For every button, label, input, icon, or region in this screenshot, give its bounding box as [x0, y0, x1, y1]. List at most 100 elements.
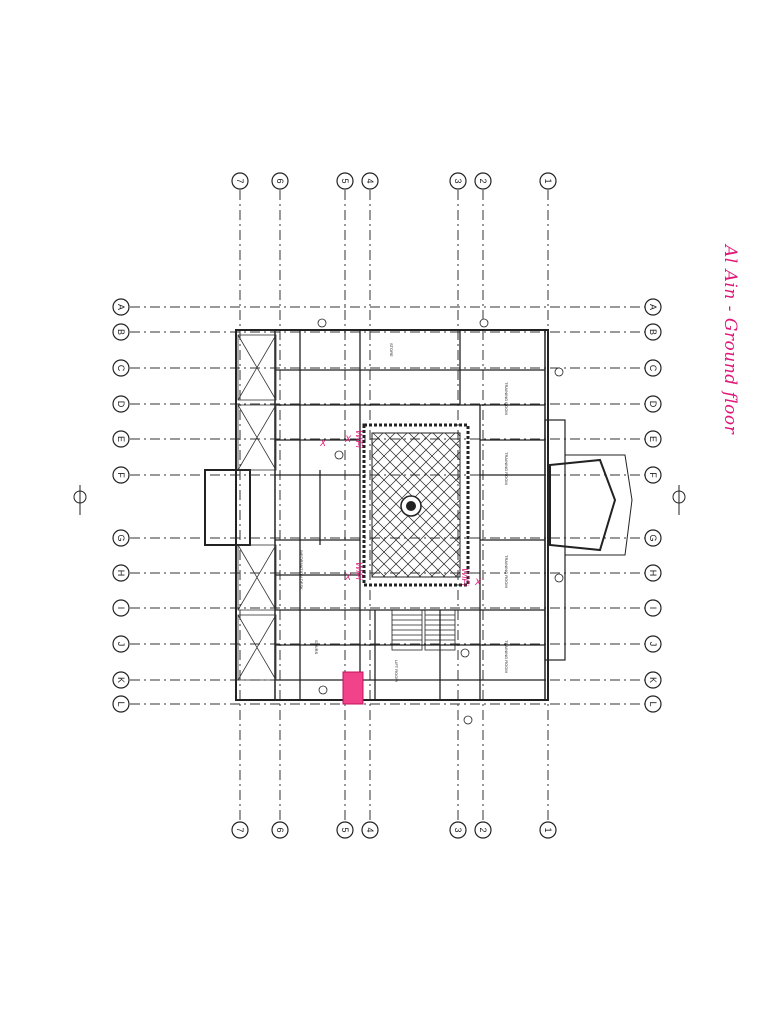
grid-bubble-top-1: 1: [539, 172, 557, 190]
grid-bubble-right-A: A: [644, 298, 662, 316]
x-markup-2: X: [344, 572, 352, 582]
grid-bubble-top-5-label: 5: [340, 178, 350, 183]
section-markers: [73, 485, 686, 515]
grid-bubble-left-D-label: D: [116, 401, 126, 408]
wifi-markup-1: WiFi: [354, 430, 364, 449]
grid-bubble-left-F: F: [112, 466, 130, 484]
grid-bubble-bottom-2-label: 2: [478, 827, 488, 832]
room-label-stairs: STAIRS: [314, 640, 319, 654]
wifi-markup-3: WiFi: [460, 568, 470, 587]
grid-bubble-right-B-label: B: [648, 329, 658, 335]
grid-bubble-left-K-label: K: [116, 677, 126, 683]
grid-bubble-top-1-label: 1: [543, 178, 553, 183]
grid-bubble-left-J-label: J: [116, 642, 126, 647]
room-tags: [317, 318, 564, 725]
grid-bubble-top-5: 5: [336, 172, 354, 190]
grid-bubble-right-L-label: L: [648, 701, 658, 706]
grid-bubble-left-C: C: [112, 359, 130, 377]
grid-bubble-top-7-label: 7: [235, 178, 245, 183]
room-label-training-4: TRAINING ROOM: [504, 640, 509, 673]
grid-bubble-left-B: B: [112, 323, 130, 341]
wifi-markup-2: WiFi: [354, 562, 364, 581]
grid-bubble-top-6: 6: [271, 172, 289, 190]
grid-bubble-right-A-label: A: [648, 304, 658, 310]
grid-bubble-right-G-label: G: [648, 534, 658, 541]
room-label-store: STORE: [389, 343, 394, 357]
wifi-markups: WiFi WiFi WiFi X X X X: [319, 430, 482, 587]
grid-bubble-left-C-label: C: [116, 365, 126, 372]
grid-bubble-bottom-3: 3: [449, 821, 467, 839]
grid-bubble-top-3-label: 3: [453, 178, 463, 183]
grid-bubble-right-K-label: K: [648, 677, 658, 683]
grid-bubble-bottom-2: 2: [474, 821, 492, 839]
grid-bubble-left-G: G: [112, 529, 130, 547]
grid-bubble-bottom-1-label: 1: [543, 827, 553, 832]
grid-bubble-left-H: H: [112, 564, 130, 582]
grid-bubble-bottom-6-label: 6: [275, 827, 285, 832]
grid-bubble-top-7: 7: [231, 172, 249, 190]
grid-bubble-right-H-label: H: [648, 570, 658, 577]
grid-bubble-left-E-label: E: [116, 436, 126, 442]
grid-bubble-bottom-7-label: 7: [235, 827, 245, 832]
grid-bubble-bottom-7: 7: [231, 821, 249, 839]
grid-bubble-right-J-label: J: [648, 642, 658, 647]
grid-bubble-bottom-4: 4: [361, 821, 379, 839]
grid-bubble-bottom-6: 6: [271, 821, 289, 839]
grid-bubble-bottom-1: 1: [539, 821, 557, 839]
grid-bubble-left-K: K: [112, 671, 130, 689]
room-label-training-2: TRAINING ROOM: [504, 452, 509, 485]
x-markup-3: X: [474, 577, 482, 587]
grid-bubble-left-B-label: B: [116, 329, 126, 335]
grid-bubble-right-C: C: [644, 359, 662, 377]
grid-bubble-top-4-label: 4: [365, 178, 375, 183]
grid-bubble-top-2: 2: [474, 172, 492, 190]
grid-bubble-top-2-label: 2: [478, 178, 488, 183]
grid-bubble-right-L: L: [644, 695, 662, 713]
stairs: [391, 609, 456, 651]
grid-bubble-right-F-label: F: [648, 472, 658, 478]
room-label-lift: LIFT ROOM: [394, 660, 399, 682]
grid-bubble-right-D: D: [644, 395, 662, 413]
grid-bubble-top-4: 4: [361, 172, 379, 190]
room-label-training-3: TRAINING ROOM: [504, 555, 509, 588]
grid-bubble-right-F: F: [644, 466, 662, 484]
grid-bubble-right-C-label: C: [648, 365, 658, 372]
grid-bubble-left-H-label: H: [116, 570, 126, 577]
structural-bays: [237, 334, 277, 681]
room-label-training-1: TRAINING ROOM: [504, 382, 509, 415]
grid-bubble-right-H: H: [644, 564, 662, 582]
grid-bubble-top-3: 3: [449, 172, 467, 190]
grid-bubble-bottom-3-label: 3: [453, 827, 463, 832]
grid-bubble-top-6-label: 6: [275, 178, 285, 183]
x-markup-1: X: [344, 434, 352, 444]
handwritten-floor-annotation: Al Ain - Ground floor: [720, 245, 740, 435]
x-markup-4: X: [319, 438, 327, 448]
grid-bubble-left-F-label: F: [116, 472, 126, 478]
grid-bubble-bottom-5-label: 5: [340, 827, 350, 832]
grid-bubble-left-D: D: [112, 395, 130, 413]
grid-bubble-right-B: B: [644, 323, 662, 341]
building-outline: [204, 329, 633, 701]
grid-bubble-right-I: I: [644, 599, 662, 617]
grid-bubble-left-I: I: [112, 599, 130, 617]
grid-bubble-bottom-4-label: 4: [365, 827, 375, 832]
grid-bubble-right-G: G: [644, 529, 662, 547]
grid-bubble-right-J: J: [644, 635, 662, 653]
grid-bubble-right-D-label: D: [648, 401, 658, 408]
grid-bubble-left-A: A: [112, 298, 130, 316]
room-label-information: INFORMATION DESK: [299, 550, 304, 590]
grid-bubble-right-K: K: [644, 671, 662, 689]
grid-bubble-left-G-label: G: [116, 534, 126, 541]
grid-bubble-left-L: L: [112, 695, 130, 713]
grid-bubble-right-I-label: I: [648, 607, 658, 610]
room-labels: TRAINING ROOM TRAINING ROOM TRAINING ROO…: [299, 343, 509, 682]
grid-bubble-left-A-label: A: [116, 304, 126, 310]
grid-bubble-bottom-5: 5: [336, 821, 354, 839]
atrium: [362, 423, 470, 587]
grid-bubble-right-E-label: E: [648, 436, 658, 442]
highlighted-room: [342, 671, 364, 705]
grid-bubble-left-I-label: I: [116, 607, 126, 610]
grid-bubble-left-J: J: [112, 635, 130, 653]
